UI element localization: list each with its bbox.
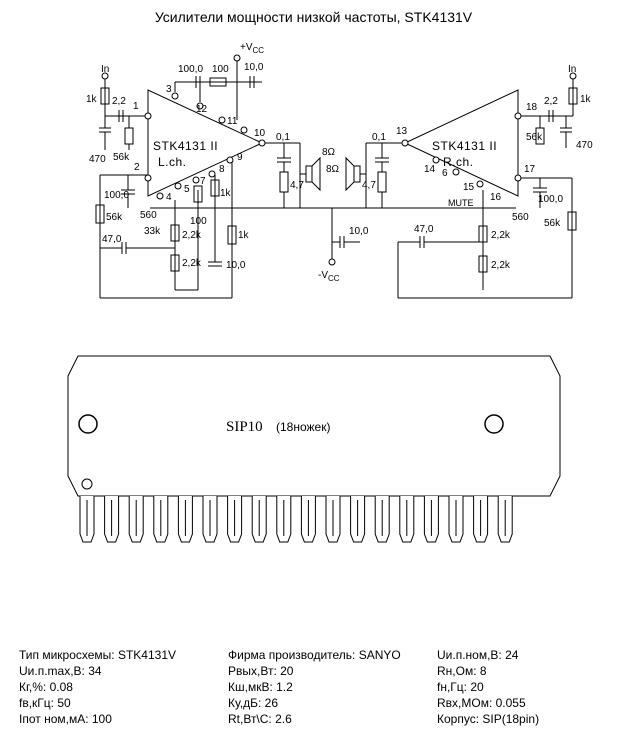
right-c-0-1-label: 0,1 — [372, 132, 386, 143]
left-r-1k-mid-label: 1k — [220, 188, 232, 199]
left-pin-9: 9 — [237, 152, 243, 163]
package-name: SIP10 — [226, 419, 263, 435]
left-pin-4: 4 — [166, 192, 172, 203]
specs-column-3: Uи.п.ном,В: 24 Rн,Ом: 8 fн,Гц: 20 Rвх,МО… — [437, 647, 539, 727]
left-c-2-2-label: 2,2 — [112, 96, 126, 107]
left-pin-2: 2 — [134, 162, 140, 173]
right-r-2-2k-b-label: 2,2k — [491, 260, 511, 271]
vcc-minus-label: -VCC — [318, 270, 340, 283]
spec-gain: Ку,дБ: 26 — [228, 696, 279, 710]
right-mute-label: MUTE — [448, 198, 474, 208]
spec-supply-nominal: Uи.п.ном,В: 24 — [437, 648, 519, 662]
package-pins-note: (18ножек) — [276, 420, 330, 434]
left-r-560-label: 560 — [140, 210, 157, 221]
right-speaker-label: 8Ω — [326, 164, 340, 175]
right-pin-18: 18 — [526, 102, 538, 113]
right-c-47-0-label: 47,0 — [414, 224, 434, 235]
left-pin-5: 5 — [184, 184, 190, 195]
left-channel-label: L.ch. — [158, 155, 187, 169]
vcc-plus-label: +VCC — [240, 42, 264, 55]
left-r-56k-label: 56k — [113, 152, 130, 163]
right-r-560-label: 560 — [512, 212, 529, 223]
spec-manufacturer: Фирма производитель: SANYO — [228, 648, 401, 662]
specs-column-2: Фирма производитель: SANYO Рвых,Вт: 20 К… — [228, 647, 401, 727]
spec-quiescent-current: Iпот ном,мА: 100 — [19, 712, 112, 726]
right-c-100-0-label: 100,0 — [538, 194, 563, 205]
spec-package: Корпус: SIP(18pin) — [437, 712, 540, 726]
spec-noise: Кш,мкВ: 1.2 — [228, 680, 293, 694]
left-amp-triangle — [147, 89, 264, 197]
schematic-diagram: In 1k 2,2 470 56k 100,0 100 10,0 +VCC -V… — [67, 42, 593, 543]
right-c-470-label: 470 — [576, 140, 593, 151]
left-speaker-label: 8Ω — [322, 147, 336, 158]
right-pin-6: 6 — [442, 168, 448, 179]
right-pin-13: 13 — [396, 126, 408, 137]
mounting-hole-left — [78, 414, 98, 434]
specs-column-1: Тип микросхемы: STK4131V Uи.п.max,В: 34 … — [19, 647, 176, 727]
spec-output-power: Рвых,Вт: 20 — [228, 664, 294, 678]
spec-input-resistance: Rвх,МОм: 0.055 — [437, 696, 526, 710]
left-c-470-label: 470 — [89, 154, 106, 165]
left-r-33k-label: 33k — [144, 226, 161, 237]
spec-f-low: fн,Гц: 20 — [437, 680, 484, 694]
left-r-100-top-label: 100 — [212, 64, 229, 75]
right-r-2-2k-a-label: 2,2k — [491, 230, 511, 241]
spec-supply-max: Uи.п.max,В: 34 — [19, 664, 102, 678]
left-c-10-0-low-label: 10,0 — [226, 260, 246, 271]
left-r-4-7-label: 4,7 — [290, 180, 304, 191]
mounting-hole-right — [484, 414, 504, 434]
right-pin-17: 17 — [524, 164, 536, 175]
left-pin-1: 1 — [133, 101, 139, 112]
left-c-0-1-label: 0,1 — [276, 132, 290, 143]
right-r-56k-low-label: 56k — [544, 218, 561, 229]
right-c-2-2-label: 2,2 — [544, 96, 558, 107]
right-r-4-7-label: 4,7 — [362, 180, 376, 191]
right-pin-15: 15 — [463, 182, 475, 193]
left-pin-7: 7 — [200, 176, 206, 187]
right-amp-triangle — [403, 89, 519, 197]
left-pin-12: 12 — [196, 104, 208, 115]
spec-thd: Кг,%: 0.08 — [19, 680, 73, 694]
left-c-100-0-label: 100,0 — [178, 64, 203, 75]
left-pin-3: 3 — [166, 84, 172, 95]
left-pin-11: 11 — [227, 116, 238, 127]
left-r-2-2k-a-label: 2,2k — [182, 230, 202, 241]
left-r-56k-low-label: 56k — [106, 212, 123, 223]
page-title: Усилители мощности низкой частоты, STK41… — [154, 9, 473, 25]
left-r-1k-low-label: 1k — [238, 230, 250, 241]
center-c-10-0-label: 10,0 — [349, 226, 369, 237]
spec-thermal-resistance: Rt,Вт\С: 2.6 — [228, 712, 292, 726]
left-pin-10: 10 — [254, 128, 266, 139]
package-body — [67, 355, 561, 497]
left-c-100-0-low-label: 100,0 — [104, 190, 129, 201]
right-r-56k-label: 56k — [526, 132, 543, 143]
spec-f-high: fв,кГц: 50 — [19, 696, 71, 710]
spec-chip-type: Тип микросхемы: STK4131V — [19, 648, 177, 662]
left-chip-label: STK4131 II — [153, 139, 218, 153]
spec-load: Rн,Ом: 8 — [437, 664, 487, 678]
pin-1-marker — [81, 478, 93, 490]
package-pins — [79, 496, 513, 543]
left-in-label: In — [101, 64, 109, 75]
left-r-2-2k-b-label: 2,2k — [182, 258, 202, 269]
left-pin-8: 8 — [219, 164, 225, 175]
right-channel-label: R.ch. — [443, 155, 474, 169]
right-r-1k-label: 1k — [580, 94, 592, 105]
left-c-47-0-label: 47,0 — [102, 234, 122, 245]
right-in-label: In — [568, 64, 576, 75]
left-c-10-0-top-label: 10,0 — [244, 62, 264, 73]
right-chip-label: STK4131 II — [432, 139, 497, 153]
left-r-100-mid-label: 100 — [190, 216, 207, 227]
right-pin-14: 14 — [424, 164, 436, 175]
left-r-1k-label: 1k — [86, 94, 98, 105]
right-pin-16: 16 — [490, 192, 502, 203]
